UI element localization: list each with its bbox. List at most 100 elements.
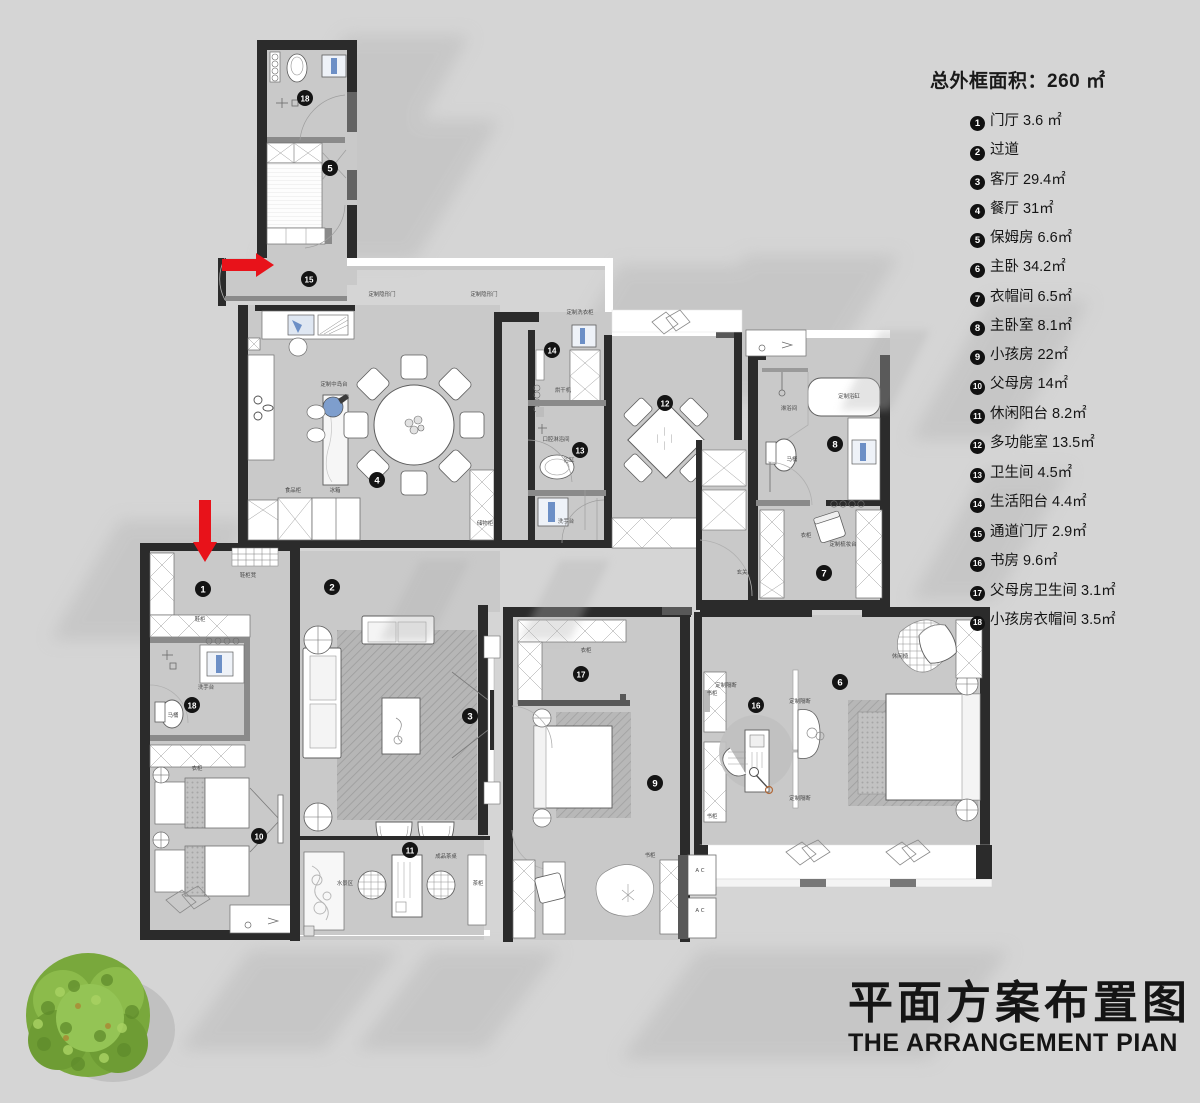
furniture-label: 定制隔断 — [789, 697, 811, 705]
legend-number-badge: 15 — [970, 527, 985, 543]
room-marker-number: 8 — [832, 439, 837, 450]
furniture-label: 鞋柜 — [195, 615, 206, 623]
room-marker-number: 12 — [661, 399, 670, 408]
room-marker-circle — [827, 436, 843, 452]
room-marker-circle — [462, 708, 478, 724]
room-marker: 15 — [301, 271, 317, 287]
furniture-label: 休闲椅 — [892, 652, 909, 660]
room-marker-number: 11 — [406, 846, 415, 855]
room-marker: 14 — [544, 342, 560, 358]
legend-item-label: 书房 9.6㎡ — [990, 553, 1058, 570]
room-marker: 18 — [297, 90, 313, 106]
legend-number-badge: 2 — [970, 145, 985, 161]
furniture-label: 定制隐形门 — [369, 290, 396, 298]
legend-item-label: 门厅 3.6 ㎡ — [990, 113, 1062, 129]
room-marker-number: 4 — [374, 475, 380, 486]
room-marker-circle — [402, 842, 418, 858]
furniture-label: 鞋柜凳 — [240, 571, 257, 579]
legend-item-label: 衣帽间 6.5㎡ — [990, 288, 1073, 305]
legend-number-badge: 16 — [970, 556, 985, 572]
furniture-label: 茶柜 — [473, 879, 484, 887]
room-marker-number: 13 — [576, 446, 585, 455]
legend-item: 15 通道门厅 2.9㎡ — [970, 520, 1190, 543]
furniture-label: 冰箱 — [330, 486, 341, 494]
legend-item-label: 通道门厅 2.9㎡ — [990, 523, 1087, 540]
room-marker-number: 3 — [467, 711, 472, 722]
furniture-label: 食品柜 — [285, 486, 302, 494]
legend-number-badge: 14 — [970, 497, 985, 513]
room-marker-circle — [297, 90, 313, 106]
furniture-label: 衣柜 — [581, 646, 592, 654]
furniture-label: 浴缸 — [564, 456, 575, 464]
room-marker: 12 — [657, 395, 673, 411]
legend-number-badge: 8 — [970, 321, 985, 336]
room-marker: 1 — [195, 581, 211, 597]
furniture-label: 定制隐形门 — [471, 290, 498, 298]
furniture-label: 定制浴缸 — [838, 392, 860, 400]
furniture-label: 定制隔断 — [715, 681, 737, 689]
room-marker: 5 — [322, 160, 338, 176]
room-marker: 18 — [184, 697, 200, 713]
furniture-label: 定制隔断 — [789, 794, 811, 802]
room-marker-circle — [369, 472, 385, 488]
room-marker-number: 18 — [188, 701, 197, 710]
room-marker-circle — [572, 442, 588, 458]
legend-number-badge: 6 — [970, 262, 985, 278]
legend-item-label: 休闲阳台 8.2㎡ — [990, 405, 1087, 422]
room-marker: 9 — [647, 775, 663, 791]
room-marker: 10 — [251, 828, 267, 844]
room-marker-number: 14 — [548, 346, 557, 355]
room-marker: 16 — [748, 697, 764, 713]
entry-arrow-group — [193, 253, 274, 562]
legend-number-badge: 5 — [970, 233, 985, 249]
legend-number-badge: 17 — [970, 586, 985, 602]
furniture-label: 水景区 — [337, 879, 354, 887]
room-marker-circle — [251, 828, 267, 844]
room-marker-circle — [657, 395, 673, 411]
legend-item-label: 客厅 29.4㎡ — [990, 171, 1066, 188]
room-marker-number: 18 — [301, 94, 310, 103]
furniture-label: 衣柜 — [192, 764, 203, 772]
furniture-label: 烘干机 — [555, 386, 572, 394]
legend-item-label: 主卧室 8.1㎡ — [990, 317, 1073, 334]
room-marker-circle — [301, 271, 317, 287]
room-marker-number: 6 — [837, 677, 842, 688]
legend-number-badge: 12 — [970, 438, 985, 454]
legend-item-label: 生活阳台 4.4㎡ — [990, 494, 1087, 511]
room-marker-circle — [647, 775, 663, 791]
legend-item-label: 餐厅 31㎡ — [990, 200, 1054, 217]
legend-item: 14 生活阳台 4.4㎡ — [970, 490, 1190, 513]
furniture-label: 定制梳妆台 — [830, 540, 857, 548]
room-marker-number: 15 — [305, 275, 314, 284]
furniture-label: 储物柜 — [477, 519, 494, 527]
room-marker-number: 2 — [329, 582, 334, 593]
room-marker-circle — [573, 666, 589, 682]
room-marker: 11 — [402, 842, 418, 858]
room-marker: 6 — [832, 674, 848, 690]
furniture-label: 玄关 — [737, 568, 748, 576]
tree-decoration — [8, 940, 193, 1090]
room-marker-number: 10 — [255, 832, 264, 841]
room-marker: 2 — [324, 579, 340, 595]
total-area-label: 总外框面积：260 ㎡ — [930, 71, 1106, 92]
legend-item-label: 卫生间 4.5㎡ — [990, 464, 1073, 481]
furniture-label: 定制中岛台 — [321, 380, 348, 388]
room-marker: 7 — [816, 565, 832, 581]
legend-item: 16 书房 9.6㎡ — [970, 549, 1190, 572]
room-marker-circle — [748, 697, 764, 713]
furniture-label: 马桶 — [168, 711, 179, 719]
furniture-label: 成品茶桌 — [435, 852, 457, 860]
furniture-label: 洗手台 — [198, 683, 214, 691]
